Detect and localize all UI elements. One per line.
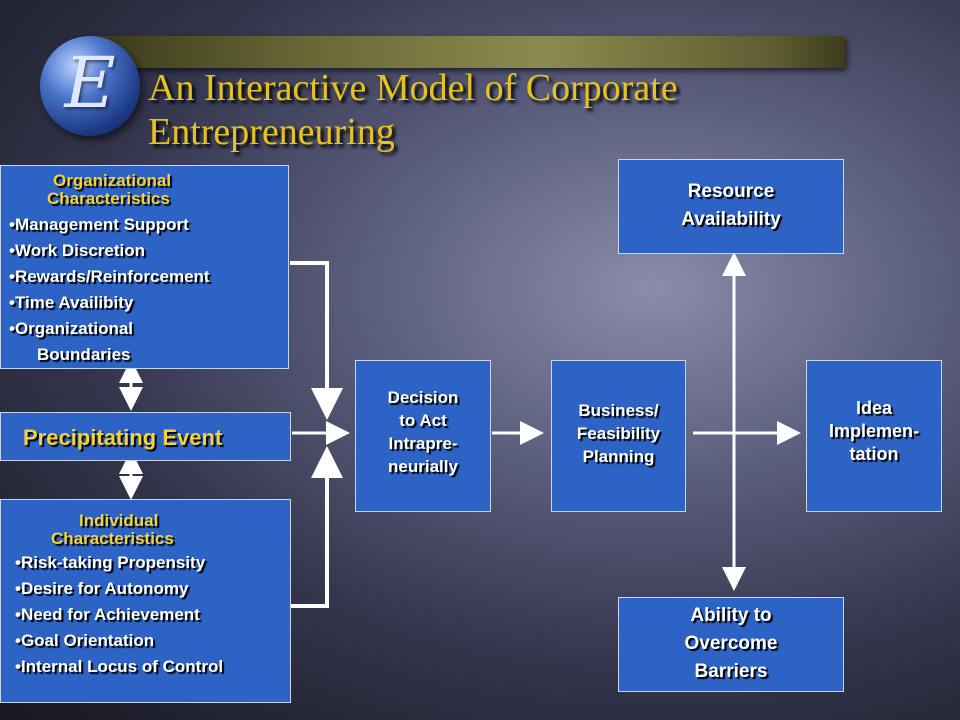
precipitating-event-label: Precipitating Event — [23, 425, 223, 450]
ind-item: •Risk-taking Propensity — [15, 550, 290, 576]
ind-item: •Internal Locus of Control — [15, 654, 290, 680]
barriers-line: Overcome — [684, 633, 778, 654]
org-heading: Organizational Characteristics — [1, 172, 288, 208]
idea-line: Idea — [855, 398, 893, 418]
logo-letter: E — [64, 42, 116, 124]
idea-text: Idea Implemen- tation — [807, 397, 941, 466]
decision-line: Intrapre- — [388, 434, 458, 453]
bullet: • — [15, 631, 21, 650]
barriers-line: Barriers — [694, 661, 768, 682]
organizational-characteristics-box: Organizational Characteristics •Manageme… — [0, 165, 289, 369]
feasibility-line: Planning — [582, 447, 655, 466]
org-item-text: Management Support — [14, 215, 189, 234]
resource-line: Availability — [681, 209, 781, 230]
bullet: • — [9, 293, 15, 312]
e-logo: E — [40, 36, 140, 136]
barriers-line: Ability to — [690, 605, 772, 626]
decision-text: Decision to Act Intrapre- neurially — [356, 386, 490, 478]
bullet: • — [9, 319, 15, 338]
feasibility-text: Business/ Feasibility Planning — [552, 399, 685, 468]
ind-heading-line-2: Characteristics — [51, 529, 174, 548]
org-list: •Management Support •Work Discretion •Re… — [1, 212, 288, 368]
org-item-text: Organizational — [14, 319, 134, 338]
bullet: • — [9, 215, 15, 234]
resource-availability-box: Resource Availability — [618, 159, 844, 254]
title-line-1: An Interactive Model of Corporate — [148, 67, 678, 109]
ind-heading: Individual Characteristics — [1, 512, 290, 548]
feasibility-box: Business/ Feasibility Planning — [551, 360, 686, 512]
decision-box: Decision to Act Intrapre- neurially — [355, 360, 491, 512]
feasibility-line: Business/ — [578, 401, 659, 420]
ind-item: •Need for Achievement — [15, 602, 290, 628]
decision-line: neurially — [388, 457, 458, 476]
ind-item: •Goal Orientation — [15, 628, 290, 654]
ind-item: •Desire for Autonomy — [15, 576, 290, 602]
idea-implementation-box: Idea Implemen- tation — [806, 360, 942, 512]
org-item: •Work Discretion — [9, 238, 288, 264]
decision-line: Decision — [387, 388, 459, 407]
ind-item-text: Need for Achievement — [20, 605, 200, 624]
bullet: • — [15, 657, 21, 676]
resource-text: Resource Availability — [619, 178, 843, 234]
slide-title: An Interactive Model of Corporate Entrep… — [148, 66, 848, 154]
individual-characteristics-box: Individual Characteristics •Risk-taking … — [0, 499, 291, 703]
ind-to-decision-arrow — [290, 446, 343, 608]
idea-line: Implemen- — [828, 421, 920, 441]
ind-item-text: Goal Orientation — [20, 631, 155, 650]
ind-item-text: Risk-taking Propensity — [20, 553, 206, 572]
org-to-decision-arrow — [290, 261, 343, 420]
bullet: • — [9, 241, 15, 260]
barriers-text: Ability to Overcome Barriers — [619, 602, 843, 686]
ind-item-text: Desire for Autonomy — [20, 579, 189, 598]
bullet: • — [9, 267, 15, 286]
org-item-text: Work Discretion — [14, 241, 146, 260]
org-heading-line-2: Characteristics — [47, 189, 170, 208]
idea-line: tation — [849, 444, 899, 464]
org-item-text: Rewards/Reinforcement — [14, 267, 210, 286]
org-item-text: Time Availibity — [14, 293, 134, 312]
decision-line: to Act — [399, 411, 447, 430]
org-item: •Management Support — [9, 212, 288, 238]
precipitating-event-box: Precipitating Event — [0, 412, 291, 461]
title-line-2: Entrepreneuring — [148, 111, 395, 153]
feasibility-line: Feasibility — [576, 424, 661, 443]
org-item-continuation: Boundaries — [9, 342, 288, 368]
resource-line: Resource — [687, 181, 775, 202]
org-item-continuation-text: Boundaries — [37, 345, 131, 364]
org-item: •Time Availibity — [9, 290, 288, 316]
org-item: •Organizational — [9, 316, 288, 342]
org-heading-line-1: Organizational — [53, 171, 172, 190]
bullet: • — [15, 579, 21, 598]
ind-heading-line-1: Individual — [79, 511, 159, 530]
barriers-box: Ability to Overcome Barriers — [618, 597, 844, 692]
bullet: • — [15, 605, 21, 624]
org-item: •Rewards/Reinforcement — [9, 264, 288, 290]
ind-list: •Risk-taking Propensity •Desire for Auto… — [1, 550, 290, 680]
ind-item-text: Internal Locus of Control — [20, 657, 224, 676]
bullet: • — [15, 553, 21, 572]
title-banner — [95, 36, 845, 68]
